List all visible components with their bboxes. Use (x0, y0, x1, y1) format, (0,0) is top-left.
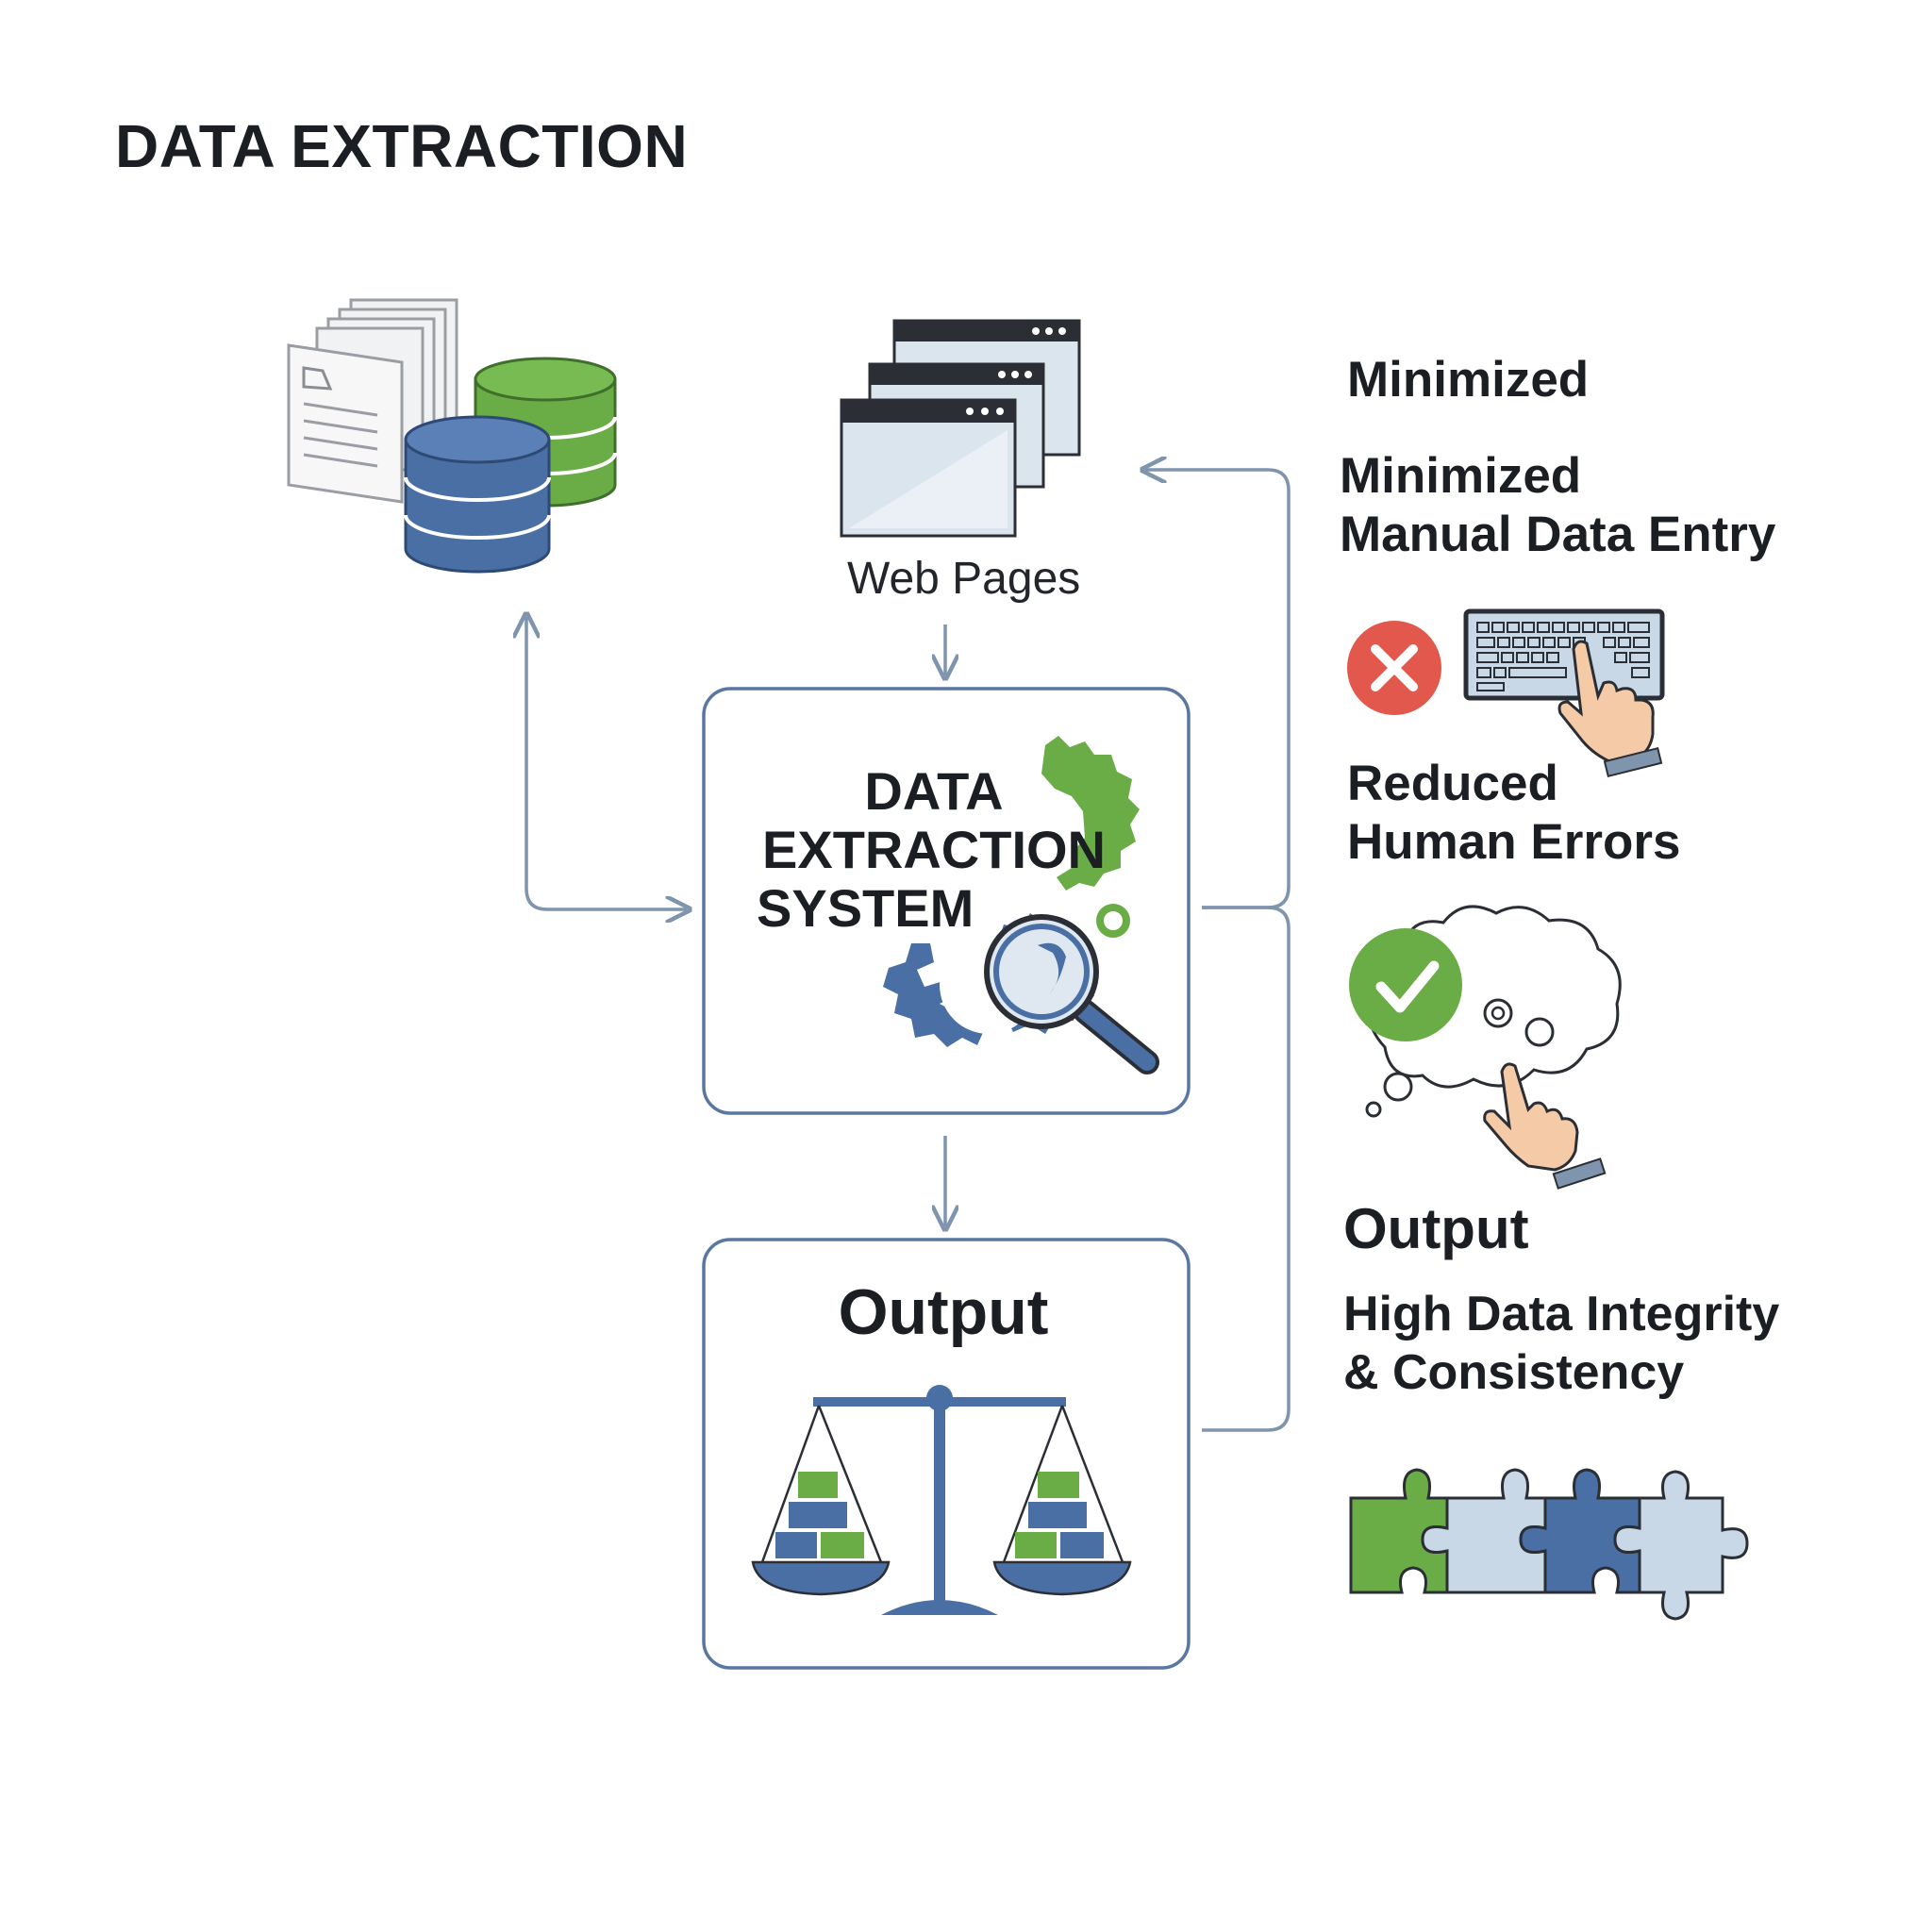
system-title-line2: EXTRACTION (762, 820, 1106, 879)
puzzle-pieces-icon (1349, 1468, 1749, 1621)
benefit-human-errors-line1: Reduced (1347, 756, 1558, 811)
benefit-data-integrity: High Data Integrity & Consistency (1343, 1285, 1779, 1402)
extraction-system-title: DATA EXTRACTION SYSTEM (745, 762, 1123, 938)
web-pages-label: Web Pages (847, 554, 1081, 604)
database-icon (404, 357, 617, 574)
benefit-human-errors-line2: Human Errors (1347, 814, 1681, 870)
benefit-manual-entry-line2: Manual Data Entry (1340, 507, 1776, 562)
benefit-heading-minimized: Minimized (1347, 352, 1590, 408)
output-box-title: Output (838, 1276, 1049, 1348)
check-thought-icon (1349, 905, 1622, 1190)
browser-windows-icon (840, 319, 1081, 538)
benefit-data-integrity-line2: & Consistency (1343, 1345, 1685, 1400)
benefit-manual-entry: Minimized Manual Data Entry (1340, 447, 1775, 564)
balance-scale-icon (751, 1385, 1132, 1615)
output-box (702, 1238, 1191, 1670)
benefit-human-errors: Reduced Human Errors (1347, 755, 1680, 872)
keyboard-typing-icon (1347, 608, 1665, 777)
system-title-line1: DATA (864, 761, 1004, 821)
flow-connectors (526, 470, 1291, 1432)
benefit-output-heading: Output (1343, 1197, 1529, 1260)
page-title: DATA EXTRACTION (115, 112, 689, 180)
system-title-line3: SYSTEM (757, 878, 974, 938)
benefit-data-integrity-line1: High Data Integrity (1343, 1287, 1780, 1341)
benefit-manual-entry-line1: Minimized (1340, 448, 1582, 504)
gears-magnifier-icon (883, 736, 1159, 1074)
